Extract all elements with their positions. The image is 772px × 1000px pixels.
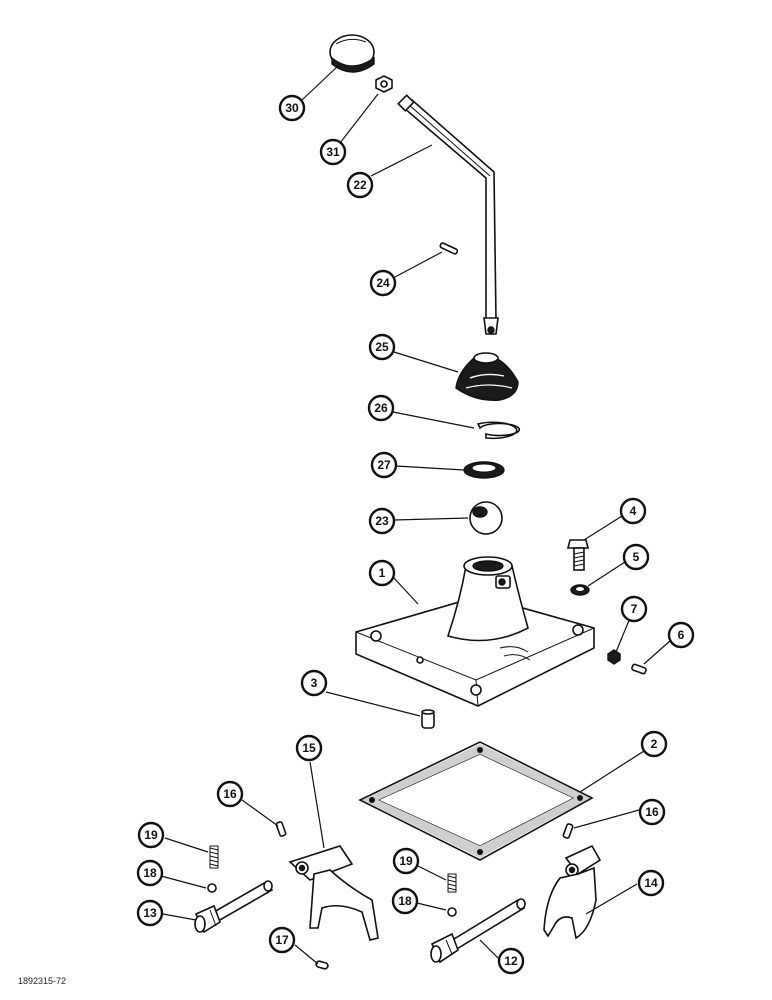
- callout: 13: [136, 899, 164, 927]
- callout: 4: [619, 497, 647, 525]
- part-shift-rail-left: [194, 880, 274, 934]
- callout: 18: [391, 887, 419, 915]
- callout-label: 4: [630, 504, 637, 518]
- callout-label: 23: [375, 514, 389, 528]
- part-shift-lever: [397, 94, 499, 335]
- part-spring-left: [209, 845, 219, 869]
- callout-label: 6: [678, 628, 685, 642]
- callout: 16: [638, 798, 666, 826]
- callout-label: 7: [631, 602, 638, 616]
- part-spring-right: [447, 873, 457, 893]
- part-lock-washer: [570, 584, 590, 596]
- part-gasket: [358, 741, 594, 861]
- part-roll-pin-right: [562, 823, 574, 839]
- callout-label: 18: [398, 894, 412, 908]
- callout: 3: [300, 669, 328, 697]
- callout: 19: [137, 821, 165, 849]
- figure-code: 1892315-72: [18, 976, 67, 986]
- callout: 2: [640, 730, 668, 758]
- callout-label: 15: [302, 741, 316, 755]
- callout: 7: [620, 595, 648, 623]
- callout-label: 19: [144, 828, 158, 842]
- callout-label: 27: [377, 458, 391, 472]
- callout-label: 24: [376, 276, 390, 290]
- leader-lines: [160, 65, 672, 965]
- callout: 5: [622, 543, 650, 571]
- callout: 24: [369, 269, 397, 297]
- callout-label: 5: [633, 550, 640, 564]
- callout-label: 18: [143, 866, 157, 880]
- part-nut: [375, 75, 393, 93]
- part-bolt: [566, 539, 590, 571]
- callout-label: 16: [223, 787, 237, 801]
- part-detent-ball-left: [207, 883, 217, 893]
- callout: 30: [278, 94, 306, 122]
- part-shift-fork-left: [288, 845, 379, 941]
- part-pin: [439, 242, 459, 255]
- callout-label: 17: [275, 933, 289, 947]
- callout-label: 25: [375, 340, 389, 354]
- callout-label: 12: [504, 954, 518, 968]
- callout: 22: [346, 171, 374, 199]
- callout: 23: [368, 507, 396, 535]
- callout: 26: [367, 394, 395, 422]
- part-roll-pin-left: [275, 821, 287, 837]
- callout: 14: [637, 869, 665, 897]
- part-small-nut: [607, 649, 621, 665]
- callout-label: 26: [374, 401, 388, 415]
- callout-label: 1: [379, 566, 386, 580]
- callout-label: 22: [353, 178, 367, 192]
- part-ball: [469, 501, 503, 535]
- callout-label: 2: [651, 737, 658, 751]
- callout-label: 31: [326, 145, 340, 159]
- part-dowel: [421, 709, 435, 729]
- callout-label: 14: [644, 876, 658, 890]
- callout: 6: [667, 621, 695, 649]
- callout: 19: [392, 847, 420, 875]
- part-housing: [355, 556, 595, 707]
- callout-label: 16: [645, 805, 659, 819]
- part-shift-rail-right: [430, 898, 526, 964]
- part-seal: [463, 461, 505, 479]
- callout: 16: [216, 780, 244, 808]
- part-boot: [455, 352, 519, 401]
- callout: 18: [136, 859, 164, 887]
- callout-label: 3: [311, 676, 318, 690]
- part-set-screw: [631, 663, 647, 675]
- part-detent-ball-right: [447, 907, 457, 917]
- callout: 17: [268, 926, 296, 954]
- callout: 1: [368, 559, 396, 587]
- part-snap-ring: [476, 421, 521, 440]
- callout: 25: [368, 333, 396, 361]
- callout: 31: [319, 138, 347, 166]
- callout-label: 30: [285, 101, 299, 115]
- part-knob: [329, 34, 375, 73]
- callout: 27: [370, 451, 398, 479]
- callout-label: 13: [143, 906, 157, 920]
- part-interlock-pin: [315, 960, 329, 970]
- part-shift-fork-right: [543, 844, 602, 940]
- callout: 15: [295, 734, 323, 762]
- callout: 12: [497, 947, 525, 975]
- callout-label: 19: [399, 854, 413, 868]
